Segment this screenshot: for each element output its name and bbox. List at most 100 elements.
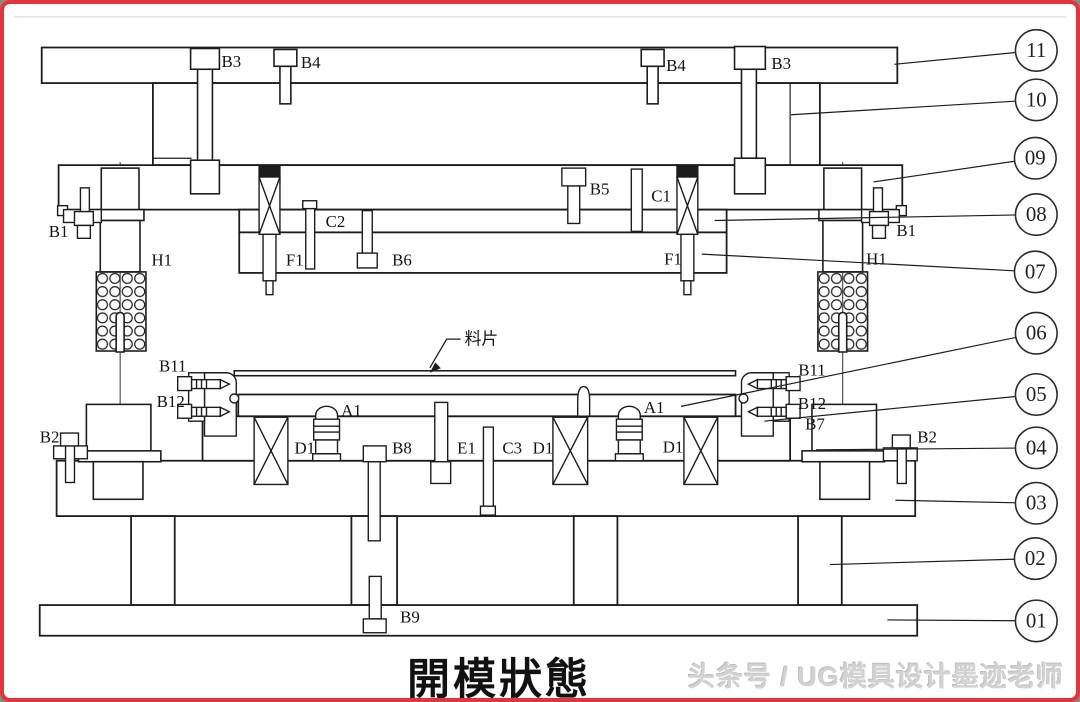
bottom-plate bbox=[38, 604, 919, 637]
part-label-b12: B12 bbox=[157, 392, 185, 411]
balloon-number: 01 bbox=[1026, 609, 1047, 632]
balloon-circle bbox=[1014, 599, 1058, 643]
part-label-b4: B4 bbox=[301, 53, 321, 72]
lifter-a1-left bbox=[312, 405, 342, 462]
balloon-06: 06 bbox=[680, 311, 1058, 407]
balloon-circle bbox=[1013, 136, 1057, 180]
pin-c1 bbox=[630, 168, 643, 233]
leg-3 bbox=[572, 515, 619, 606]
bolt-b3-right bbox=[733, 45, 767, 195]
bolt-b4-left bbox=[273, 48, 298, 105]
balloon-circle bbox=[1014, 311, 1058, 355]
bolt-b6 bbox=[356, 209, 378, 269]
part-label-b9: B9 bbox=[400, 607, 420, 626]
balloon-number: 04 bbox=[1026, 436, 1047, 459]
part-label-b11: B11 bbox=[159, 356, 186, 375]
part-label-b4: B4 bbox=[666, 56, 686, 75]
ejector-e1 bbox=[430, 401, 452, 485]
balloon-circle bbox=[1014, 372, 1058, 417]
part-label-h1: H1 bbox=[152, 251, 173, 270]
part-label-f1: F1 bbox=[286, 251, 304, 270]
part-label-b2: B2 bbox=[40, 428, 60, 447]
part-label-c2: C2 bbox=[326, 212, 346, 231]
part-label-b5: B5 bbox=[590, 179, 610, 198]
part-label-c1: C1 bbox=[651, 186, 671, 205]
strip-leader bbox=[429, 338, 461, 373]
balloon-05: 05 bbox=[764, 372, 1058, 422]
part-label-b1: B1 bbox=[49, 222, 69, 241]
balloon-circle bbox=[1014, 426, 1058, 470]
balloon-number: 08 bbox=[1026, 203, 1047, 226]
balloon-circle bbox=[1014, 28, 1058, 73]
bolt-b4-right bbox=[640, 48, 665, 105]
part-label-h1: H1 bbox=[866, 250, 887, 269]
upper-clamp-plate bbox=[57, 164, 904, 211]
lifter-a1-right bbox=[614, 405, 644, 462]
bolt-b5 bbox=[561, 167, 587, 225]
bolt-b8 bbox=[362, 445, 387, 542]
balloon-number: 09 bbox=[1025, 147, 1046, 170]
balloon-number: 02 bbox=[1025, 547, 1046, 570]
balloon-number: 10 bbox=[1026, 88, 1047, 111]
balloon-07: 07 bbox=[701, 250, 1057, 294]
part-label-b8: B8 bbox=[392, 438, 412, 457]
balloon-10: 10 bbox=[791, 78, 1058, 122]
leg-4 bbox=[797, 515, 843, 606]
balloon-number: 07 bbox=[1025, 260, 1046, 283]
pin-c3 bbox=[479, 426, 497, 516]
drawing-title: 開模狀態 bbox=[407, 657, 591, 702]
balloon-04: 04 bbox=[815, 426, 1058, 470]
part-label-f1: F1 bbox=[664, 250, 682, 269]
balloon-01: 01 bbox=[887, 599, 1058, 643]
stripper-plate-upper bbox=[238, 231, 728, 274]
pin-c2 bbox=[302, 200, 318, 270]
upper-spacer-plate bbox=[151, 82, 821, 167]
springs-d1 bbox=[253, 416, 719, 486]
part-label-c3: C3 bbox=[502, 438, 522, 457]
balloon-circle bbox=[1014, 193, 1058, 237]
balloon-circle bbox=[1014, 78, 1058, 122]
balloon-11: 11 bbox=[894, 28, 1058, 73]
balloon-circle bbox=[1013, 537, 1057, 581]
part-label-b2: B2 bbox=[917, 428, 937, 447]
balloon-09: 09 bbox=[873, 136, 1057, 183]
bolt-b1-right bbox=[860, 187, 907, 239]
part-label-b3: B3 bbox=[771, 54, 791, 73]
part-label-d1: D1 bbox=[294, 438, 315, 457]
bolt-b3-left bbox=[189, 47, 221, 195]
part-label-a1: A1 bbox=[644, 398, 665, 417]
balloon-number: 06 bbox=[1026, 322, 1047, 345]
bolt-b9 bbox=[362, 575, 387, 634]
balloon-circle bbox=[1013, 250, 1057, 294]
part-label-b7: B7 bbox=[805, 415, 825, 434]
bolt-b2-left bbox=[52, 432, 89, 484]
part-label-b11: B11 bbox=[798, 360, 825, 379]
part-label-e1: E1 bbox=[457, 438, 476, 457]
pilot-punch bbox=[577, 385, 591, 417]
top-plate bbox=[40, 46, 899, 84]
strip-label: 料片 bbox=[465, 330, 499, 349]
balloon-03: 03 bbox=[895, 481, 1058, 525]
part-label-d1: D1 bbox=[663, 437, 684, 456]
guide-bushing-left bbox=[77, 403, 162, 501]
upper-plate-details bbox=[152, 83, 791, 166]
bolt-b2-right bbox=[882, 434, 918, 485]
guide-post-h1-right bbox=[817, 167, 869, 353]
material-strip bbox=[233, 369, 737, 377]
watermark-text: 头条号 / UG模具设计墨迹老师 bbox=[687, 662, 1064, 692]
balloon-02: 02 bbox=[829, 537, 1057, 581]
part-label-d1: D1 bbox=[533, 438, 554, 457]
balloon-number: 03 bbox=[1026, 492, 1047, 515]
punch-f1-left bbox=[258, 164, 281, 296]
part-label-b3: B3 bbox=[221, 52, 241, 71]
bolt-b1-left bbox=[56, 187, 102, 239]
balloon-08: 08 bbox=[714, 193, 1058, 237]
part-label-b1: B1 bbox=[896, 221, 916, 240]
lower-stripper-plate bbox=[237, 393, 737, 418]
guide-post-h1-left bbox=[95, 167, 147, 353]
punch-f1-right bbox=[676, 164, 699, 296]
part-label-b6: B6 bbox=[392, 251, 412, 270]
leg-1 bbox=[130, 515, 176, 606]
part-label-a1: A1 bbox=[341, 401, 362, 420]
